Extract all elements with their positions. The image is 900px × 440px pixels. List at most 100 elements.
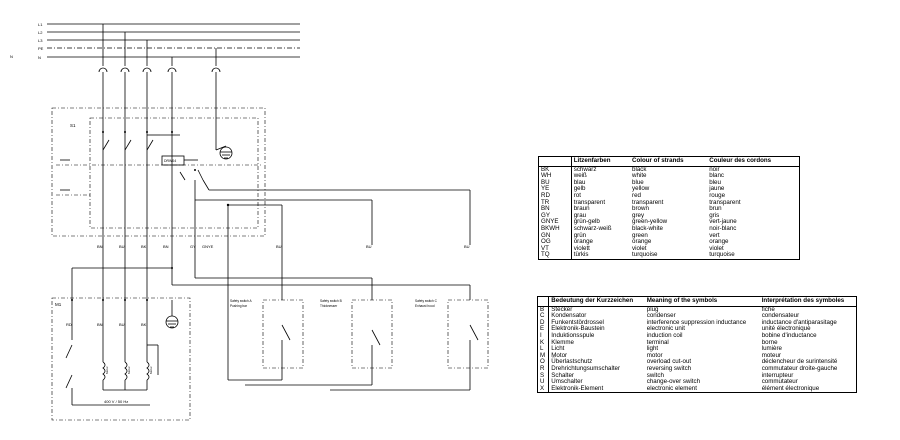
table-cell: grün-gelb xyxy=(573,218,600,226)
table-cell: GN xyxy=(538,232,572,240)
table-cell: Stecker xyxy=(551,305,573,313)
table-cell: B xyxy=(537,306,550,314)
voltage-label: 400 V / 50 Hz xyxy=(104,399,128,404)
terminal-label: GNYE xyxy=(202,244,214,249)
table-cell: turquoise xyxy=(632,251,658,259)
header-cell: Bedeutung der Kurzzeichen xyxy=(548,296,645,307)
table-cell: O xyxy=(537,359,550,366)
table-cell: TQ xyxy=(538,251,572,260)
table-cell: lumière xyxy=(761,345,782,353)
table-cell: grau xyxy=(573,211,587,219)
side-marker: N xyxy=(10,54,13,59)
terminal-label: BU xyxy=(276,244,282,249)
motor-terminal-label: BN xyxy=(97,322,103,327)
table-cell: Schalter xyxy=(551,371,574,379)
table-cell: TR xyxy=(538,199,572,207)
motor-terminal-label: BU xyxy=(119,322,125,327)
table-cell: RD xyxy=(538,192,572,200)
switch-a-subtitle: Pushing bar xyxy=(230,304,248,308)
bus-label-l2: L2 xyxy=(38,30,43,35)
table-cell: violet xyxy=(632,244,647,252)
table-cell: turquoise xyxy=(709,251,735,259)
motor-terminal-label: RD xyxy=(66,322,72,327)
table-cell: braun xyxy=(573,205,590,213)
terminal-label: BU xyxy=(464,244,470,249)
motor-terminal-label: BK xyxy=(141,322,147,327)
table-cell: orange xyxy=(573,238,594,246)
table-cell: U xyxy=(537,379,550,386)
table-cell: yellow xyxy=(632,185,650,193)
bus-label-pe: PE xyxy=(38,46,44,51)
bus-label-l1: L1 xyxy=(38,22,43,27)
table-cell: Drehrichtungsumschalter xyxy=(551,364,621,372)
table-cell: blau xyxy=(573,178,586,186)
table-cell: weiß xyxy=(573,172,587,180)
table-cell: condensateur xyxy=(761,312,800,320)
table-cell: YE xyxy=(538,186,572,193)
table-cell: electronic element xyxy=(646,384,697,392)
table-cell: rot xyxy=(573,191,581,199)
coil-label: Motor xyxy=(127,366,131,374)
table-cell: red xyxy=(632,191,641,199)
table-cell: noir-blanc xyxy=(709,224,737,232)
coil-label: Motor xyxy=(149,366,153,374)
table-cell: R xyxy=(537,365,550,373)
table-cell: Kondensator xyxy=(551,312,587,320)
table-cell: gelb xyxy=(573,185,586,193)
table-cell: Elektronik-Baustein xyxy=(551,325,605,333)
table-cell: GNYE xyxy=(538,219,572,226)
table-cell: induction coil xyxy=(646,331,683,339)
symbol-legend: Bedeutung der Kurzzeichen Meaning of the… xyxy=(537,296,857,394)
table-cell: S xyxy=(537,372,550,380)
terminal-label: BU xyxy=(119,244,125,249)
table-cell: E xyxy=(537,326,550,333)
table-cell: Elektronik-Element xyxy=(551,384,604,392)
table-cell: Überlastschutz xyxy=(551,358,593,366)
device-label-s1: S1 xyxy=(70,123,76,128)
table-header: Bedeutung der Kurzzeichen Meaning of the… xyxy=(537,296,857,307)
table-cell: green xyxy=(632,231,648,239)
table-cell: I xyxy=(537,332,550,340)
switch-b-subtitle: Thicknesser xyxy=(320,304,338,308)
table-cell: BK xyxy=(538,166,572,174)
header-cell xyxy=(537,296,550,307)
table-cell: black-white xyxy=(632,224,663,232)
table-cell: interference suppression inductance xyxy=(646,318,747,326)
table-cell: orange xyxy=(709,238,729,246)
switch-c-subtitle: Exhaust hood xyxy=(415,304,435,308)
table-cell: rouge xyxy=(709,191,726,199)
table-cell: terminal xyxy=(646,338,669,346)
table-cell: WH xyxy=(538,173,572,180)
table-cell: transparent xyxy=(632,198,664,206)
table-cell: Induktionsspule xyxy=(551,331,595,339)
header-cell: Couleur des cordons xyxy=(707,156,800,167)
coil-label: Motor xyxy=(105,366,109,374)
switch-b-title: Safety switch B xyxy=(320,299,342,303)
table-cell: moteur xyxy=(761,351,781,359)
table-cell: blue xyxy=(632,178,644,186)
table-cell: light xyxy=(646,345,659,353)
header-cell: Interprétation des symboles xyxy=(759,296,857,307)
table-cell: VT xyxy=(538,245,572,253)
table-cell: borne xyxy=(761,338,778,346)
table-cell: K xyxy=(537,339,550,347)
